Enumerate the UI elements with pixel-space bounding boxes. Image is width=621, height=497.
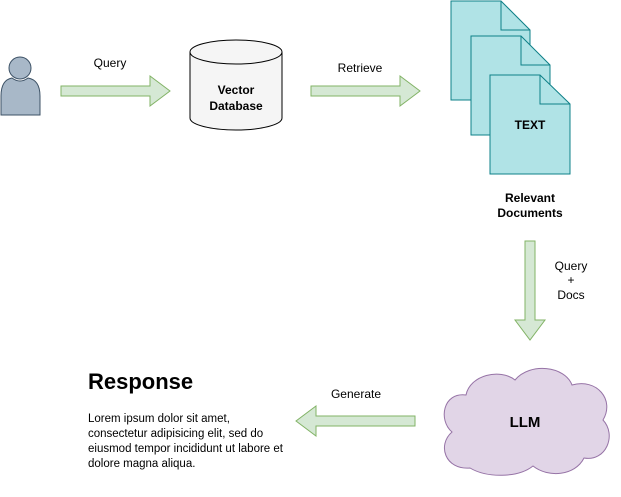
query-edge-label: Query bbox=[94, 56, 127, 70]
user-icon bbox=[0, 56, 41, 116]
query-docs-label-line2: + bbox=[567, 273, 574, 287]
document-front bbox=[489, 74, 571, 175]
database-cylinder-icon bbox=[189, 39, 283, 131]
query-arrow bbox=[60, 75, 171, 107]
retrieve-edge-label: Retrieve bbox=[338, 61, 383, 75]
cloud-icon bbox=[443, 367, 610, 476]
relevant-docs-label-line1: Relevant bbox=[505, 191, 555, 205]
query-docs-label-line3: Docs bbox=[557, 288, 584, 302]
response-title: Response bbox=[88, 369, 194, 394]
relevant-docs-label-line2: Documents bbox=[497, 206, 563, 220]
document-stack-icon bbox=[450, 0, 571, 175]
generate-edge-label: Generate bbox=[331, 387, 381, 401]
vector-db-label-line1: Vector bbox=[218, 83, 255, 97]
llm-label: LLM bbox=[510, 414, 541, 431]
query-docs-label-line1: Query bbox=[555, 259, 588, 273]
vector-db-label-line2: Database bbox=[209, 99, 263, 113]
generate-arrow bbox=[295, 405, 416, 437]
query-docs-arrow bbox=[514, 240, 546, 341]
retrieve-arrow bbox=[310, 75, 421, 107]
document-text-label: TEXT bbox=[515, 118, 546, 132]
response-body: Lorem ipsum dolor sit amet, consectetur … bbox=[88, 413, 283, 470]
